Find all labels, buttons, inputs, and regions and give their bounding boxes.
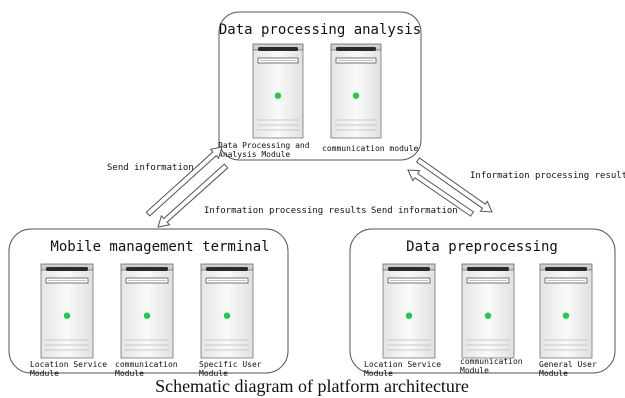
- right-server-2-drive-slot: [467, 267, 509, 271]
- right-results-label: Information processing results: [470, 171, 625, 181]
- right-server-2-power-led: [484, 312, 492, 319]
- results-arrow-left: [157, 163, 229, 228]
- left-server-2-drive-slot: [126, 267, 168, 271]
- left-results-label: Information processing results: [204, 206, 367, 216]
- diagram-caption: Schematic diagram of platform architectu…: [155, 376, 469, 396]
- top-server-1-power-led: [274, 92, 282, 99]
- right-group-title: Data preprocessing: [406, 239, 558, 255]
- top-server-1-label-line-2: Analysis Module: [218, 150, 290, 159]
- top-server-2-label: communication module: [322, 144, 419, 153]
- left-send-information-label: Send information: [107, 163, 194, 173]
- top-server-1-label-line-1: Data Processing and: [218, 141, 310, 150]
- top-server-1: [252, 43, 304, 139]
- left-server-3: [200, 263, 254, 359]
- top-server-2-drive-slot: [336, 47, 376, 51]
- left-server-3-power-led: [223, 312, 231, 319]
- left-server-3-label-line-1: Specific User: [199, 360, 262, 369]
- right-server-1-label-line-1: Location Service: [364, 360, 441, 369]
- right-server-2-label-line-1: communication: [460, 357, 523, 366]
- right-server-1: [382, 263, 436, 359]
- right-send-information-label: Send information: [371, 206, 458, 216]
- left-server-3-drive-slot: [206, 267, 248, 271]
- left-server-1: [40, 263, 94, 359]
- top-server-2-power-led: [352, 92, 360, 99]
- right-server-3-power-led: [562, 312, 570, 319]
- left-server-1-label-line-1: Location Service: [30, 360, 107, 369]
- left-group-title: Mobile management terminal: [50, 239, 269, 255]
- left-server-2-label-line-2: Module: [115, 369, 144, 378]
- right-server-2-label-line-2: Module: [460, 366, 489, 375]
- left-server-3-label-line-2: Module: [199, 369, 228, 378]
- top-group-box: [218, 11, 422, 161]
- top-server-1-drive-slot: [258, 47, 298, 51]
- left-server-2-label-line-1: communication: [115, 360, 178, 369]
- servers-layer: [40, 43, 593, 359]
- left-server-1-power-led: [63, 312, 71, 319]
- left-server-1-drive-slot: [46, 267, 88, 271]
- left-group-box: [8, 228, 289, 374]
- right-server-1-power-led: [405, 312, 413, 319]
- right-server-3-drive-slot: [545, 267, 587, 271]
- left-server-2-power-led: [143, 312, 151, 319]
- right-server-3-label-line-2: Module: [539, 369, 568, 378]
- right-server-1-drive-slot: [388, 267, 430, 271]
- right-server-1-label-line-2: Module: [364, 369, 393, 378]
- left-server-1-label-line-2: Module: [30, 369, 59, 378]
- top-group-title: Data processing analysis: [219, 22, 421, 38]
- right-group-box: [349, 228, 616, 374]
- right-server-3-label-line-1: General User: [539, 360, 597, 369]
- left-server-2: [120, 263, 174, 359]
- results-arrow-right: [415, 157, 493, 213]
- right-server-2: [461, 263, 515, 359]
- send-information-arrow-right: [407, 169, 475, 217]
- top-server-2: [330, 43, 382, 139]
- right-server-3: [539, 263, 593, 359]
- send-information-arrow-left: [145, 146, 223, 217]
